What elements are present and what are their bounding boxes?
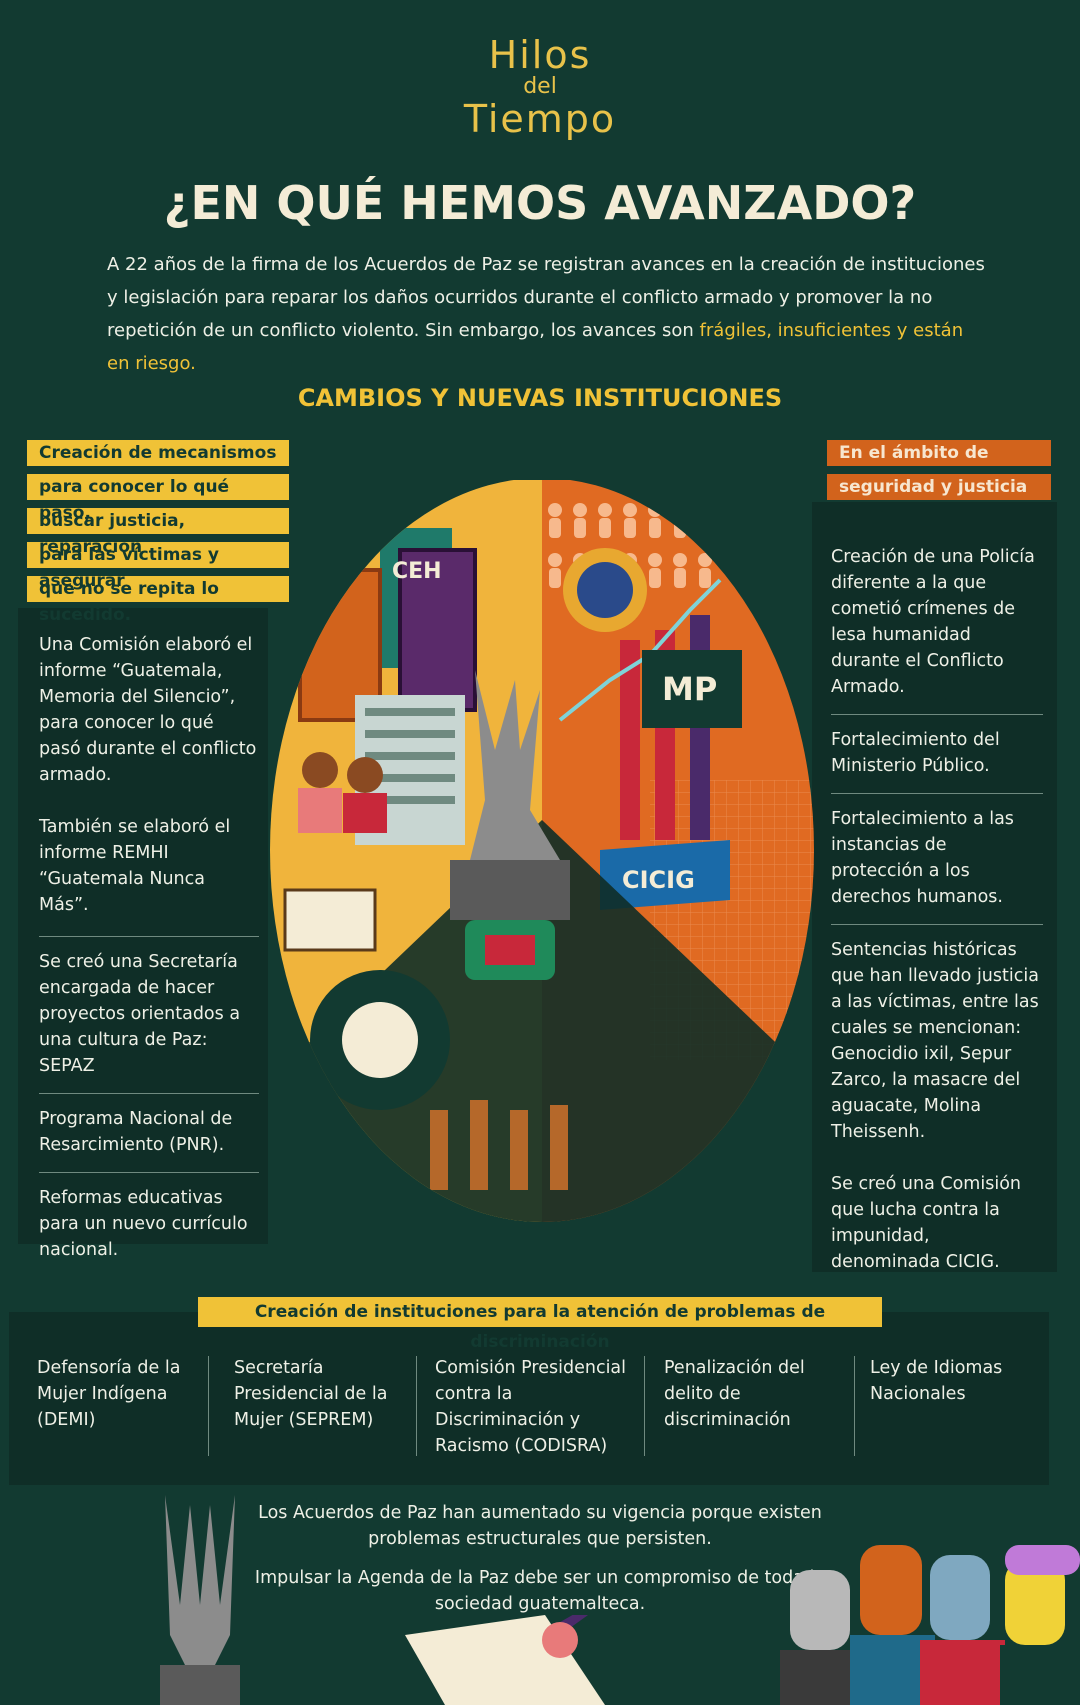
list-item: Se creó una Comisión que lucha contra la… [831, 1174, 1021, 1272]
discrimination-panel [9, 1312, 1049, 1485]
person-1 [780, 1570, 860, 1705]
discrimination-item: Penalización del delito de discriminació… [664, 1358, 805, 1430]
logo-line-2: del [523, 74, 557, 99]
discrimination-title: Creación de instituciones para la atenci… [198, 1297, 882, 1352]
peace-monument-bottom [160, 1495, 240, 1705]
divider [208, 1356, 209, 1456]
mp-box [642, 650, 742, 728]
right-items: Creación de una Policía diferente a la q… [831, 544, 1043, 1275]
divider [854, 1356, 855, 1456]
discrimination-item: Comisión Presidencial contra la Discrimi… [435, 1358, 627, 1456]
discrimination-item: Secretaría Presidencial de la Mujer (SEP… [234, 1358, 388, 1430]
section-title: CAMBIOS Y NUEVAS INSTITUCIONES [297, 384, 783, 412]
logo-line-3: Tiempo [463, 97, 617, 141]
left-heading-line: para las víctimas y asegurar [27, 542, 289, 591]
right-panel [812, 502, 1057, 1272]
right-heading-line: En el ámbito de [827, 440, 1051, 466]
intro-text: A 22 años de la firma de los Acuerdos de… [107, 254, 985, 341]
divider [39, 1093, 259, 1094]
discrimination-item: Defensoría de la Mujer Indígena (DEMI) [37, 1358, 181, 1430]
closing-paragraph-2: Impulsar la Agenda de la Paz debe ser un… [254, 1568, 826, 1614]
divider [39, 1172, 259, 1173]
intro-highlight: frágiles, insuficientes y están en riesg… [107, 320, 964, 374]
list-item: Una Comisión elaboró el informe “Guatema… [39, 635, 257, 785]
left-heading-line: buscar justicia, reparación [27, 508, 289, 557]
divider [831, 714, 1043, 715]
person-4 [1000, 1545, 1080, 1705]
cicig-flag [600, 840, 730, 910]
list-item: Sentencias históricas que han llevado ju… [831, 940, 1039, 1142]
list-item: Creación de una Policía diferente a la q… [831, 547, 1035, 697]
list-item: Programa Nacional de Resarcimiento (PNR)… [39, 1109, 233, 1155]
person-3 [920, 1555, 1005, 1705]
divider [831, 793, 1043, 794]
logo-line-1: Hilos [488, 33, 592, 77]
left-items: Una Comisión elaboró el informe “Guatema… [39, 632, 259, 1263]
right-heading-line: seguridad y justicia [827, 474, 1051, 500]
cicig-label: CICIG [622, 866, 695, 894]
discrimination-item: Ley de Idiomas Nacionales [870, 1358, 1003, 1404]
intro-paragraph: A 22 años de la firma de los Acuerdos de… [107, 248, 987, 380]
left-panel [18, 608, 268, 1244]
hilos-del-tiempo-logo: Hilos del Tiempo [0, 36, 1080, 138]
peace-illustration: CEH MP CICIG [270, 480, 814, 1222]
list-item: Se creó una Secretaría encargada de hace… [39, 952, 241, 1076]
divider [644, 1356, 645, 1456]
raised-fists [430, 1100, 568, 1190]
left-heading-line: para conocer lo qué paso, [27, 474, 289, 523]
divider [416, 1356, 417, 1456]
list-item: También se elaboró el informe REMHI “Gua… [39, 817, 231, 915]
mp-label: MP [662, 670, 717, 708]
left-heading: Creación de mecanismos para conocer lo q… [27, 440, 289, 625]
list-item: Reformas educativas para un nuevo curríc… [39, 1188, 248, 1260]
divider [39, 936, 259, 937]
page-title: ¿EN QUÉ HEMOS AVANZADO? [163, 176, 917, 230]
left-heading-line: que no se repita lo sucedido. [27, 576, 289, 625]
signing-hand [405, 1615, 605, 1705]
list-item: Fortalecimiento del Ministerio Público. [831, 730, 1000, 776]
peace-monument [470, 670, 560, 860]
ceh-label: CEH [392, 559, 442, 584]
closing-paragraph-1: Los Acuerdos de Paz han aumentado su vig… [258, 1503, 822, 1549]
list-item: Fortalecimiento a las instancias de prot… [831, 809, 1014, 907]
group-of-people [780, 1545, 1080, 1705]
right-heading: En el ámbito de seguridad y justicia [827, 440, 1051, 508]
left-heading-line: Creación de mecanismos [27, 440, 289, 466]
divider [831, 924, 1043, 925]
